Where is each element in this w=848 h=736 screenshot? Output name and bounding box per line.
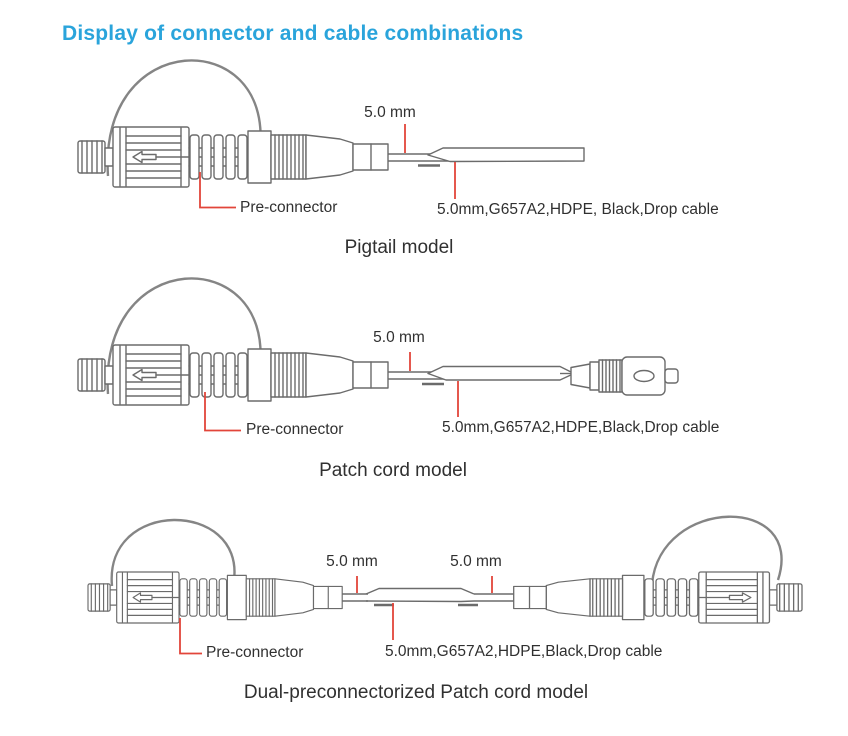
patch-cord-figure-drawing: [77, 277, 679, 432]
diameter-label: 5.0 mm: [373, 329, 425, 346]
pigtail-figure-drawing: [77, 59, 585, 209]
cable-spec-label: 5.0mm,G657A2,HDPE, Black,Drop cable: [437, 201, 719, 218]
dust-cap-loop: [106, 277, 262, 395]
dust-cap-loop-left: [110, 518, 236, 587]
dual-patch-cord-figure-drawing: [87, 515, 803, 655]
pre-connector-drawing-left: [87, 571, 343, 624]
figure-caption: Patch cord model: [319, 460, 467, 481]
leader-line-preconnector: [199, 172, 236, 209]
diameter-label-right: 5.0 mm: [450, 553, 502, 570]
pre-connector-label: Pre-connector: [240, 199, 338, 216]
dust-cap-loop: [106, 59, 262, 177]
leader-line-preconnector: [204, 392, 241, 432]
pre-connector-drawing: [77, 126, 389, 188]
diameter-label-left: 5.0 mm: [326, 553, 378, 570]
dust-cap-loop-right: [650, 515, 783, 585]
pre-connector-drawing-right: [513, 571, 803, 624]
figure-caption: Pigtail model: [344, 237, 454, 258]
drop-cable-drawing: [427, 147, 585, 163]
page-title: Display of connector and cable combinati…: [62, 22, 524, 45]
cable-spec-label: 5.0mm,G657A2,HDPE,Black,Drop cable: [385, 643, 663, 660]
sc-connector-drawing: [570, 356, 679, 396]
pre-connector-label: Pre-connector: [246, 421, 344, 438]
drop-cable-drawing: [365, 587, 475, 595]
leader-line-preconnector: [179, 618, 202, 655]
diameter-label: 5.0 mm: [364, 104, 416, 121]
pre-connector-label: Pre-connector: [206, 644, 304, 661]
pre-connector-drawing: [77, 344, 389, 406]
cable-spec-label: 5.0mm,G657A2,HDPE,Black,Drop cable: [442, 419, 720, 436]
figure-caption: Dual-preconnectorized Patch cord model: [243, 682, 589, 703]
drop-cable-drawing: [427, 365, 575, 381]
